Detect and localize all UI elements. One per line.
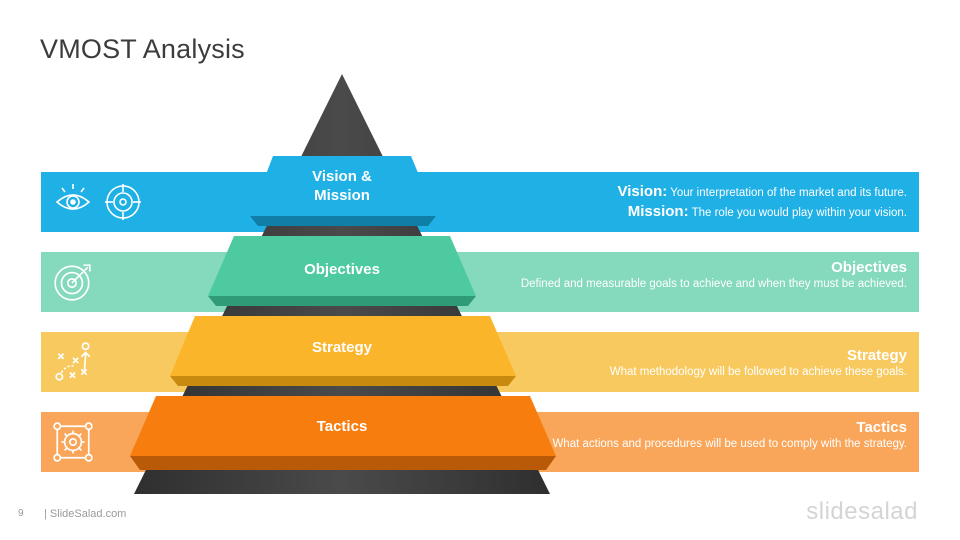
pyramid-label-tactics: Tactics bbox=[316, 418, 368, 435]
vision-term: Vision: bbox=[617, 183, 668, 200]
mission-term: Mission: bbox=[627, 203, 689, 220]
brand-logo: slidesalad bbox=[806, 498, 918, 525]
mission-text: The role you would play within your visi… bbox=[691, 207, 907, 219]
strategy-plan-icon bbox=[49, 332, 97, 392]
footer-site-link[interactable]: | SlideSalad.com bbox=[44, 508, 127, 520]
objectives-description: Objectives Defined and measurable goals … bbox=[507, 258, 907, 292]
objectives-text: Defined and measurable goals to achieve … bbox=[520, 278, 907, 290]
pyramid-label-vision-mission: Vision & Mission bbox=[312, 168, 372, 204]
strategy-description: Strategy What methodology will be follow… bbox=[507, 346, 907, 380]
strategy-text: What methodology will be followed to ach… bbox=[609, 366, 907, 378]
pyramid-layer-objectives bbox=[208, 236, 476, 296]
pyramid-shadow-objectives bbox=[208, 296, 476, 306]
vision-mission-description: Vision: Your interpretation of the marke… bbox=[618, 184, 907, 221]
tactics-heading: Tactics bbox=[856, 419, 907, 436]
bullseye-icon bbox=[49, 252, 97, 312]
target-crosshair-icon bbox=[99, 172, 147, 232]
pyramid-shadow-strategy bbox=[170, 376, 516, 386]
tactics-description: Tactics What actions and procedures will… bbox=[547, 418, 907, 452]
pyramid-layer-vision bbox=[250, 156, 436, 216]
eye-icon bbox=[49, 172, 97, 232]
band-vision-mission: Vision: Your interpretation of the marke… bbox=[41, 172, 919, 232]
tactics-text: What actions and procedures will be used… bbox=[552, 438, 907, 450]
pyramid-label-strategy: Strategy bbox=[311, 339, 373, 356]
pyramid-shadow-vision bbox=[250, 216, 436, 226]
pyramid-label-objectives: Objectives bbox=[304, 261, 380, 278]
vision-text: Your interpretation of the market and it… bbox=[670, 187, 907, 199]
process-gear-icon bbox=[49, 412, 97, 472]
pyramid-layer-tactics bbox=[130, 396, 556, 456]
strategy-heading: Strategy bbox=[846, 347, 907, 364]
band-objectives: Objectives Defined and measurable goals … bbox=[41, 252, 919, 312]
page-number: 9 bbox=[18, 508, 24, 519]
pyramid-shadow-tactics bbox=[130, 456, 556, 470]
slide-title: VMOST Analysis bbox=[40, 34, 245, 64]
objectives-heading: Objectives bbox=[831, 259, 907, 276]
pyramid-layer-strategy bbox=[170, 316, 516, 376]
